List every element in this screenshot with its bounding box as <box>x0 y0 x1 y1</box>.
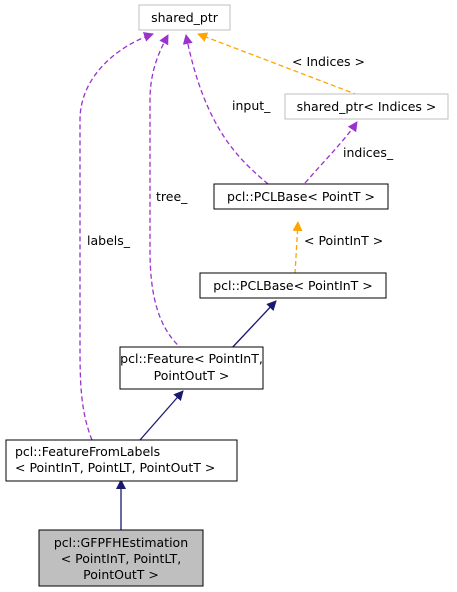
edge-indices <box>304 121 358 184</box>
edge-tree <box>149 34 184 351</box>
node-label: pcl::GFPFHEstimation <box>54 535 188 550</box>
node-pclbase-pointt[interactable]: pcl::PCLBase< PointT > <box>213 183 389 210</box>
edge-label-pointint-template: < PointInT > <box>304 233 383 248</box>
edge-input <box>182 34 269 185</box>
node-pclbase-pointint[interactable]: pcl::PCLBase< PointInT > <box>199 272 387 299</box>
edge-label-indices: indices_ <box>343 145 394 160</box>
edge-labels <box>79 32 154 441</box>
node-shared-ptr-indices[interactable]: shared_ptr< Indices > <box>284 93 449 120</box>
edge-pclbase-pointint-template <box>292 221 303 275</box>
node-feature[interactable]: pcl::Feature< PointInT, PointOutT > <box>119 346 264 390</box>
edge-label-labels: labels_ <box>87 233 131 248</box>
node-label: pcl::FeatureFromLabels <box>15 444 160 459</box>
node-shared-ptr[interactable]: shared_ptr <box>138 4 231 31</box>
node-label: pcl::PCLBase< PointInT > <box>213 278 373 293</box>
edge-label-indices-template: < Indices > <box>292 54 365 69</box>
node-gfpfh-estimation[interactable]: pcl::GFPFHEstimation < PointInT, PointLT… <box>38 529 204 587</box>
edge-featurefromlabels-to-feature <box>139 390 184 441</box>
node-label: pcl::Feature< PointInT, <box>120 351 263 366</box>
node-label: pcl::PCLBase< PointT > <box>227 189 375 204</box>
node-label: < PointInT, PointLT, <box>61 551 182 566</box>
node-label: PointOutT > <box>83 567 159 582</box>
node-label: < PointInT, PointLT, PointOutT > <box>15 460 215 475</box>
edge-shared-ptr-indices-template <box>197 32 359 96</box>
node-featurefromlabels[interactable]: pcl::FeatureFromLabels < PointInT, Point… <box>5 439 238 482</box>
edge-label-tree: tree_ <box>156 189 188 204</box>
node-label: PointOutT > <box>154 368 230 383</box>
node-label: shared_ptr< Indices > <box>297 99 437 114</box>
node-label: shared_ptr <box>151 10 219 25</box>
edge-feature-to-pclbase-pointint <box>229 300 277 351</box>
edge-label-input: input_ <box>232 98 271 113</box>
